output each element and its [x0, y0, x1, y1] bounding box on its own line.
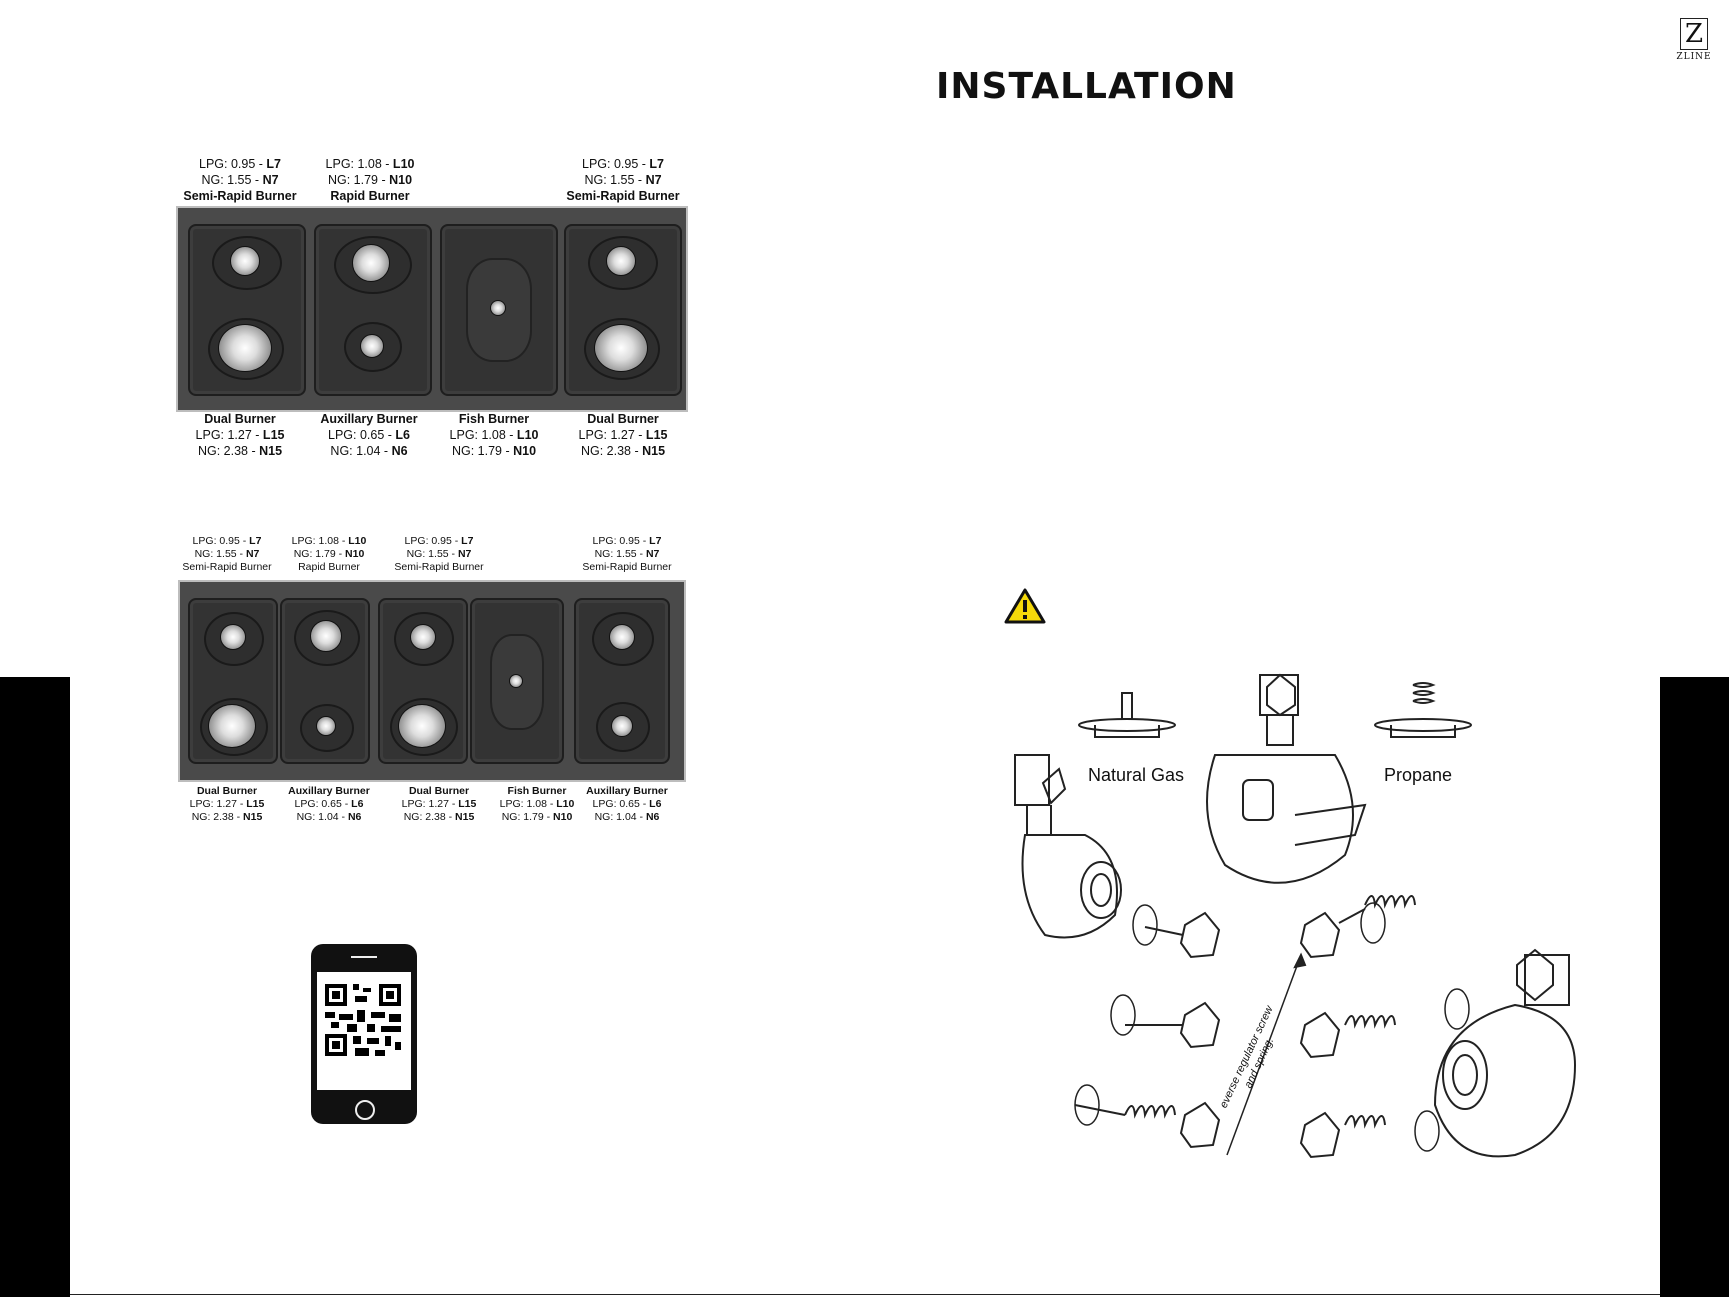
burner-cap [611, 715, 633, 737]
burner-label: LPG: 1.08 - L10 NG: 1.79 - N10 Rapid Bur… [291, 535, 367, 573]
burner-cap [230, 246, 260, 276]
central-regulator-icon [1206, 673, 1367, 884]
natural-gas-label: Natural Gas [1088, 765, 1185, 785]
natural-gas-cap-icon [1078, 692, 1176, 738]
cooktop-surface [176, 206, 688, 412]
propane-cap-icon [1374, 682, 1472, 738]
left-black-bar [0, 677, 70, 1297]
burner-label: LPG: 0.95 - L7 NG: 1.55 - N7 Semi-Rapid … [183, 157, 297, 203]
burner-label: Auxillary Burner LPG: 0.65 - L6 NG: 1.04… [320, 412, 418, 458]
phone-speaker [351, 956, 377, 958]
burner-cap [609, 624, 635, 650]
regulator-conversion-diagram [1014, 673, 1577, 1159]
burner-ring [212, 236, 282, 290]
burner-cap [398, 704, 446, 748]
cooking-zone [440, 224, 558, 396]
smartphone-qr-icon [311, 944, 417, 1124]
burner-cap [220, 624, 246, 650]
left-regulator-icon [1014, 754, 1122, 939]
burner-cap [352, 244, 390, 282]
burner-cap [310, 620, 342, 652]
page-title: INSTALLATION [936, 66, 1237, 107]
phone-screen [317, 972, 411, 1090]
burner-label: Dual Burner LPG: 1.27 - L15 NG: 2.38 - N… [578, 412, 668, 458]
cooking-zone [378, 598, 468, 764]
cooking-zone [188, 224, 306, 396]
burner-label: Dual Burner LPG: 1.27 - L15 NG: 2.38 - N… [401, 785, 477, 823]
burner-label: Fish Burner LPG: 1.08 - L10 NG: 1.79 - N… [449, 412, 539, 458]
burner-label: Auxillary Burner LPG: 0.65 - L6 NG: 1.04… [586, 785, 668, 823]
cooking-zone [564, 224, 682, 396]
cooking-zone [574, 598, 670, 764]
burner-label: Dual Burner LPG: 1.27 - L15 NG: 2.38 - N… [189, 785, 265, 823]
burner-cap [509, 674, 523, 688]
qr-code-icon [325, 984, 401, 1056]
cooking-zone [188, 598, 278, 764]
screw-cap-icons [1074, 895, 1416, 1159]
burner-ring [204, 612, 264, 666]
zline-logo: Z ZLINE [1676, 18, 1712, 62]
burner-cap [218, 324, 272, 372]
cooking-zone [470, 598, 564, 764]
burner-label: Auxillary Burner LPG: 0.65 - L6 NG: 1.04… [288, 785, 370, 823]
phone-home-button [355, 1100, 375, 1120]
burner-ring [588, 236, 658, 290]
logo-text: ZLINE [1676, 52, 1712, 62]
burner-label: LPG: 0.95 - L7 NG: 1.55 - N7 Semi-Rapid … [582, 535, 672, 573]
burner-cap [594, 324, 648, 372]
burner-label: Dual Burner LPG: 1.27 - L15 NG: 2.38 - N… [195, 412, 285, 458]
burner-label: LPG: 1.08 - L10 NG: 1.79 - N10 Rapid Bur… [325, 157, 415, 203]
warning-triangle-icon [1004, 588, 1046, 624]
burner-label: LPG: 0.95 - L7 NG: 1.55 - N7 Semi-Rapid … [566, 157, 680, 203]
logo-letter: Z [1680, 18, 1708, 50]
propane-label: Propane [1384, 765, 1453, 785]
burner-cap [410, 624, 436, 650]
burner-ring [592, 612, 654, 666]
burner-cap [208, 704, 256, 748]
burner-label: LPG: 0.95 - L7 NG: 1.55 - N7 Semi-Rapid … [394, 535, 484, 573]
cooking-zone [280, 598, 370, 764]
burner-label: LPG: 0.95 - L7 NG: 1.55 - N7 Semi-Rapid … [182, 535, 272, 573]
burner-cap [316, 716, 336, 736]
cooking-zone [314, 224, 432, 396]
footer-rule [70, 1294, 1660, 1295]
right-regulator-icon [1433, 948, 1577, 1158]
burner-cap [606, 246, 636, 276]
burner-cap [490, 300, 506, 316]
burner-label: Fish Burner LPG: 1.08 - L10 NG: 1.79 - N… [499, 785, 575, 823]
burner-cap [360, 334, 384, 358]
right-black-bar [1660, 677, 1729, 1297]
cooktop-surface [178, 580, 686, 782]
